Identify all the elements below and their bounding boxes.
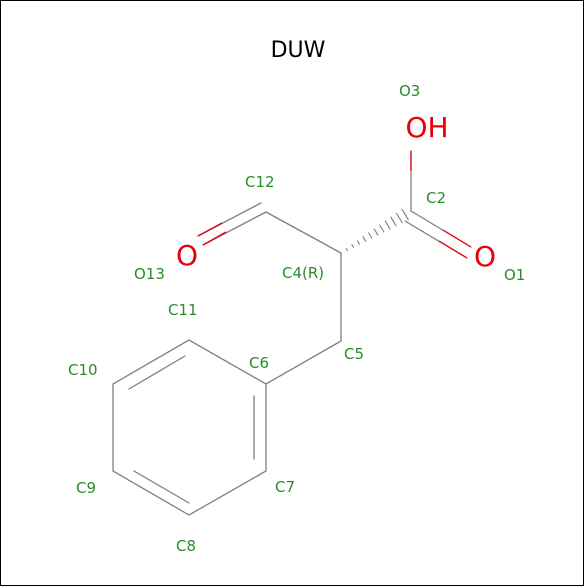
- aromatic-bond-c10-c11: [128, 355, 186, 390]
- hash-stroke: [367, 232, 373, 239]
- hash-stroke: [351, 244, 355, 248]
- atom-label-c7: C7: [275, 478, 295, 496]
- atom-label-c10: C10: [68, 361, 98, 379]
- bond-c2-o1-red-b: [438, 240, 468, 259]
- atom-label-c8: C8: [176, 537, 196, 555]
- atom-label-o1: O1: [504, 266, 525, 284]
- bond-c12-o13-red-a: [202, 231, 227, 246]
- hash-stroke: [379, 224, 385, 233]
- bond-c5-c6: [265, 340, 342, 385]
- atom-label-c4: C4(R): [282, 264, 324, 282]
- hash-stroke: [356, 240, 361, 245]
- atom-label-c2: C2: [426, 189, 446, 207]
- hash-stroke: [362, 236, 367, 242]
- hash-stroke: [345, 247, 349, 252]
- atom-label-o13: O13: [134, 265, 165, 283]
- aromatic-bond-c8-c9: [133, 470, 190, 504]
- hash-stroke: [390, 216, 397, 227]
- hash-stroke: [373, 228, 379, 236]
- atom-label-c12: C12: [245, 173, 275, 191]
- hash-stroke: [401, 208, 409, 221]
- hash-stroke: [395, 212, 403, 224]
- benzene-ring: [112, 339, 267, 516]
- molecule-title: DUW: [271, 38, 326, 63]
- atom-symbol-o13: O: [176, 239, 198, 272]
- atom-symbol-o1: O: [474, 240, 496, 273]
- atom-label-c6: C6: [249, 354, 269, 372]
- atom-label-c11: C11: [168, 301, 198, 319]
- bond-c2-o1-red-a: [442, 229, 472, 248]
- stereo-hash-wedge: [345, 208, 409, 252]
- atom-label-o3: O3: [399, 82, 420, 100]
- atom-label-c5: C5: [344, 345, 364, 363]
- hash-stroke: [384, 220, 391, 230]
- atom-label-c9: C9: [76, 479, 96, 497]
- bond-c12-o13-red-b: [197, 222, 223, 237]
- atom-symbol-o3: OH: [405, 111, 448, 144]
- bond-c4-c12: [265, 211, 342, 254]
